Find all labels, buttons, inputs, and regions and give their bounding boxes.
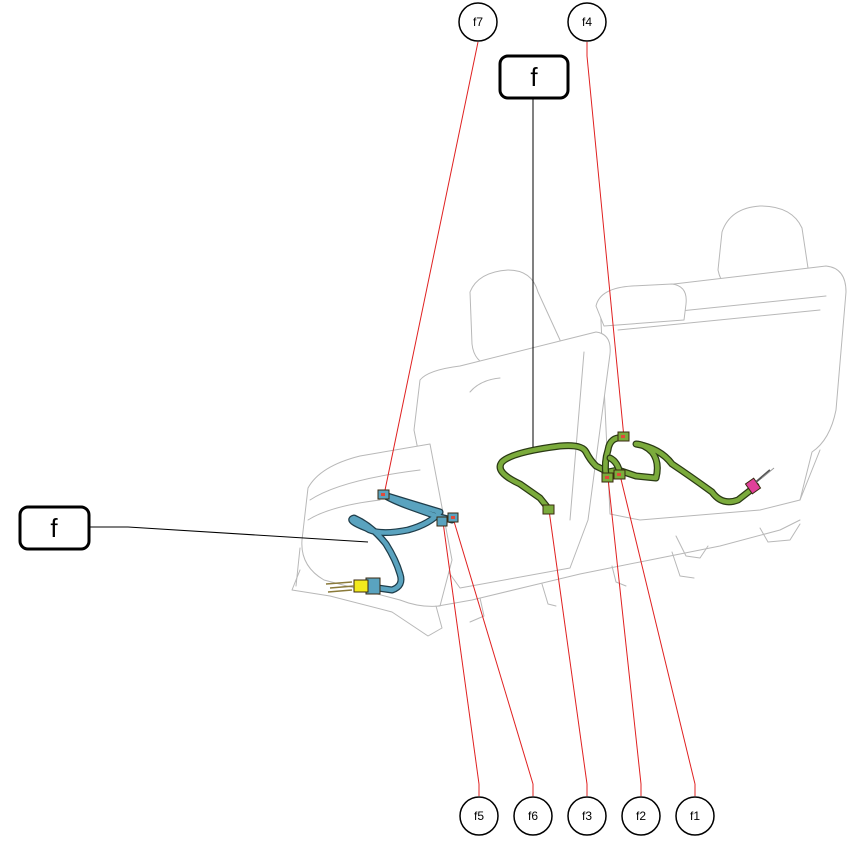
callout-f5: f5 (459, 796, 499, 836)
callout-f3-text: f3 (582, 809, 592, 823)
leader-lines (89, 41, 696, 796)
group-label-top: f (498, 54, 570, 100)
callout-f2-text: f2 (636, 809, 646, 823)
callout-f3: f3 (567, 796, 607, 836)
leader-f1-b (619, 474, 696, 785)
callout-f2: f2 (621, 796, 661, 836)
leader-f2-b (607, 477, 642, 785)
callout-f4-text: f4 (582, 15, 592, 29)
callout-f1-text: f1 (690, 809, 700, 823)
leader-f4-b (586, 55, 625, 439)
group-label-left-text: f (50, 513, 58, 543)
blue-harness (325, 489, 459, 595)
connector-f5 (436, 516, 448, 527)
leader-f7 (383, 41, 479, 496)
leader-f6-b (452, 517, 534, 785)
callout-f5-text: f5 (474, 809, 484, 823)
callout-f7: f7 (458, 2, 498, 42)
callout-f4: f4 (567, 2, 607, 42)
seat-outline (291, 205, 847, 637)
connector-yellow (353, 579, 369, 593)
callout-f7-text: f7 (473, 15, 483, 29)
group-label-left: f (18, 505, 91, 551)
leader-left-group-b (127, 526, 369, 543)
callout-f6-text: f6 (528, 809, 538, 823)
callout-f6: f6 (513, 796, 553, 836)
connector-f3 (542, 504, 555, 515)
green-harness (496, 431, 775, 515)
callout-f1: f1 (675, 796, 715, 836)
group-label-top-text: f (530, 62, 538, 92)
leader-f3-b (548, 509, 588, 785)
connector-magenta (744, 477, 762, 495)
leader-f5-b (442, 521, 480, 785)
